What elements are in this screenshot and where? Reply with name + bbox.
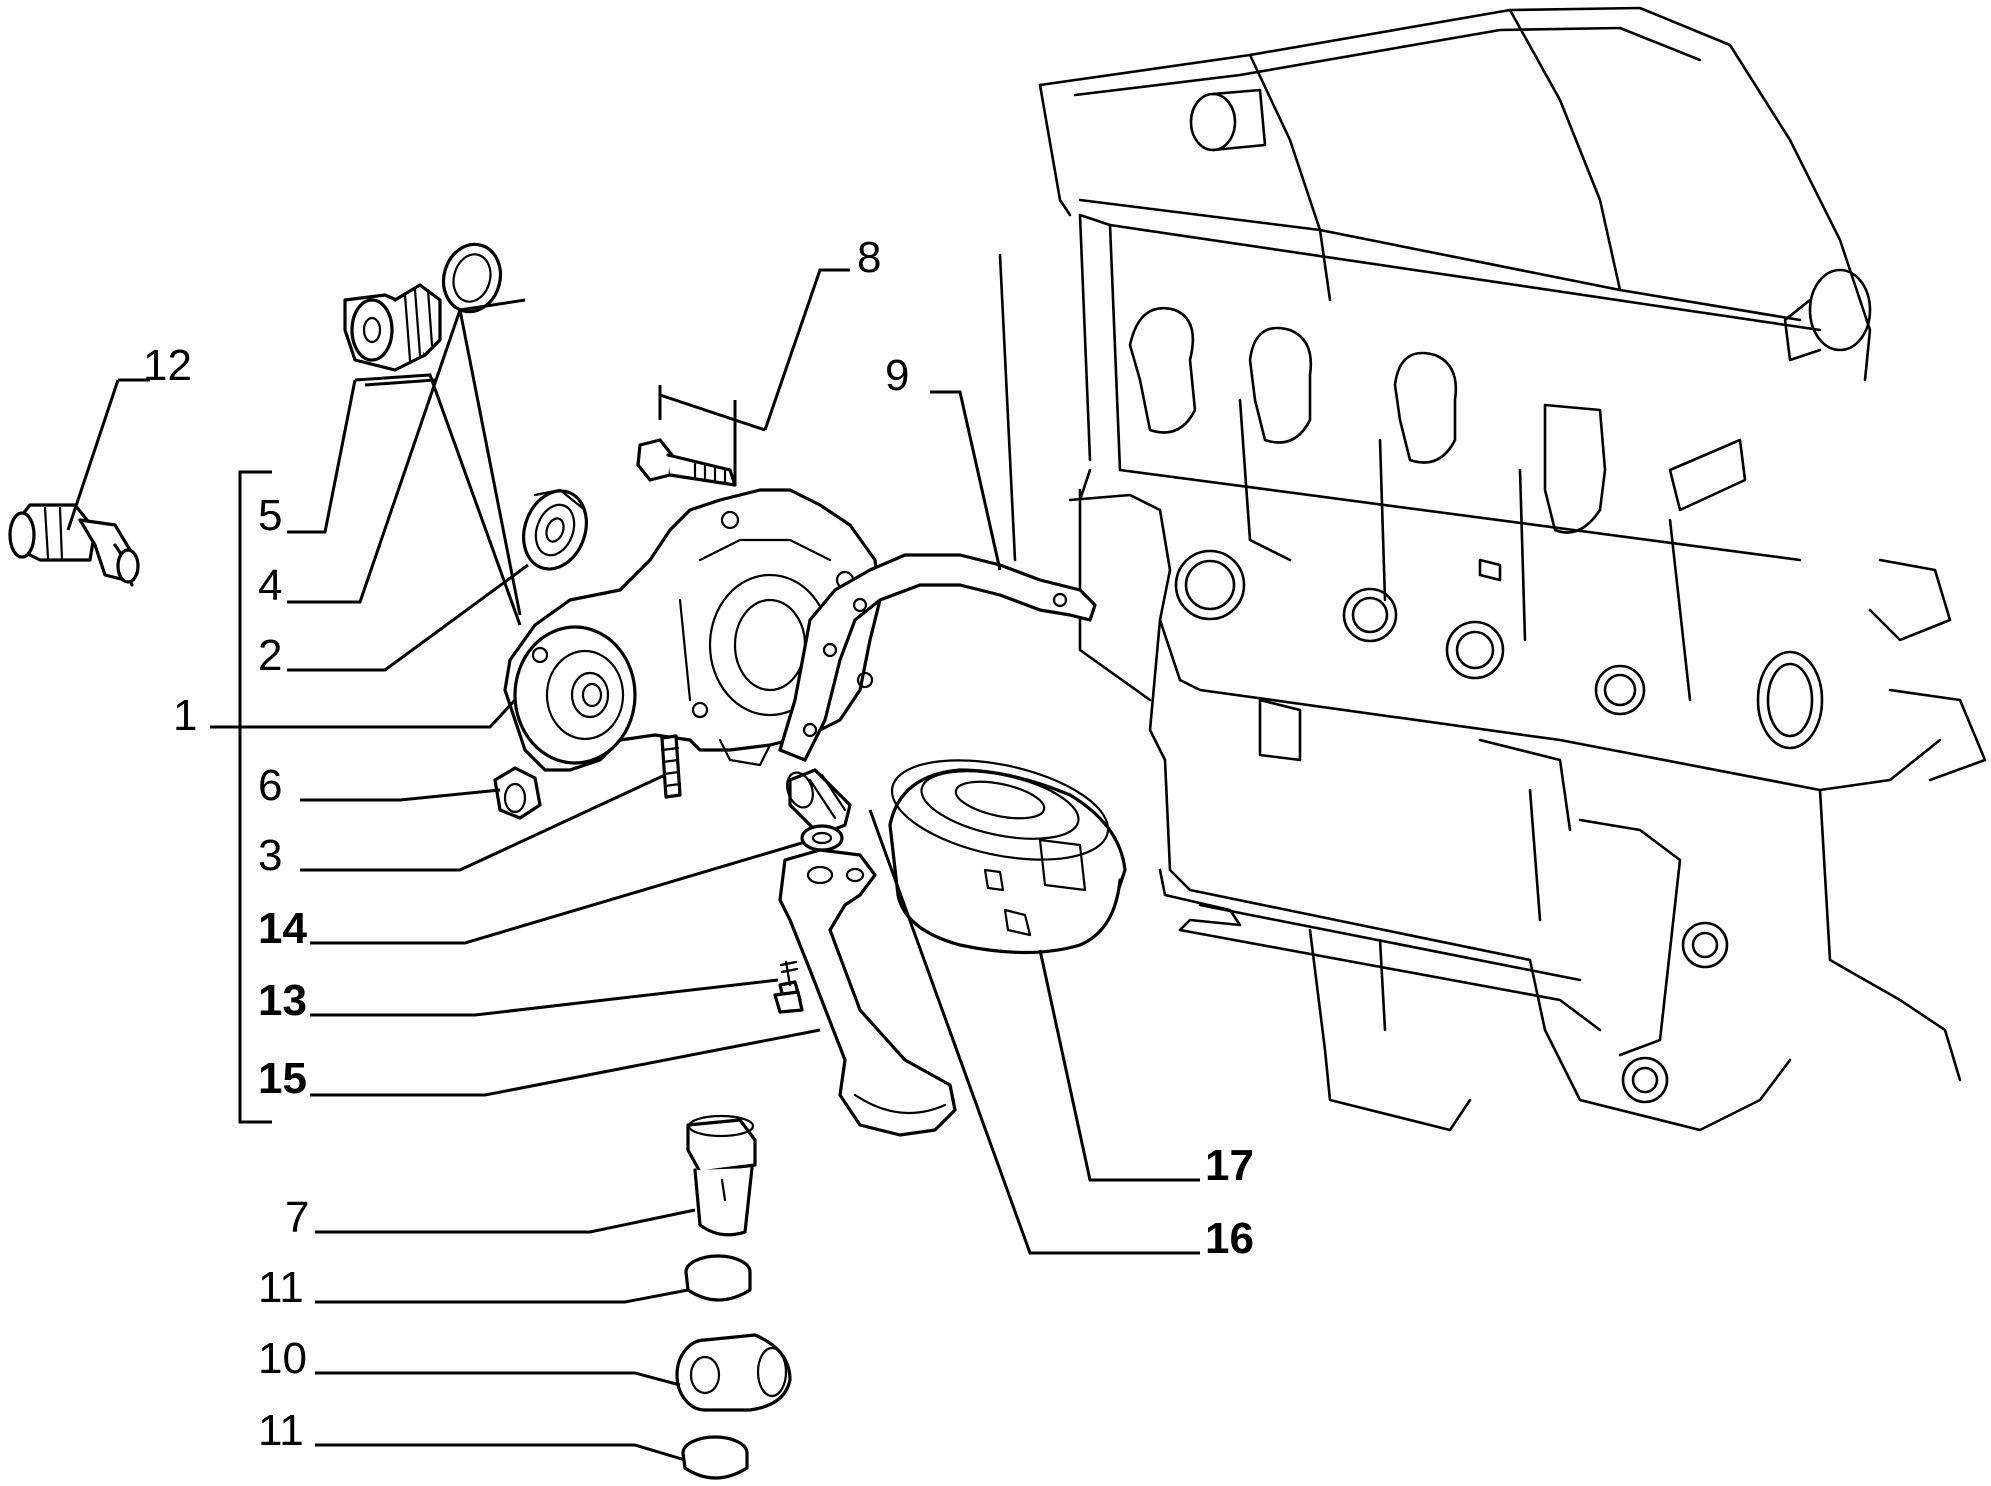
part-14-washer <box>800 824 844 852</box>
callout-13: 13 <box>258 976 307 1025</box>
group-bracket <box>238 470 272 1124</box>
callout-labels: 12 8 9 5 4 2 1 6 3 14 13 15 7 11 10 11 1… <box>143 233 1254 1455</box>
part-1-oil-pump <box>503 488 882 772</box>
callout-16: 16 <box>1205 1214 1254 1263</box>
engine-block <box>998 6 1987 1132</box>
part-15-strainer <box>778 848 957 1137</box>
callout-1: 1 <box>173 691 197 740</box>
part-10-banjo-fitting <box>675 1333 792 1412</box>
part-16-nipple <box>786 768 852 837</box>
part-13-bolt <box>773 960 804 1014</box>
part-7-banjo-bolt <box>686 1114 757 1237</box>
leader-lines <box>66 268 1200 1462</box>
part-11a-sealing-ring <box>684 1254 752 1302</box>
part-2-seal <box>522 488 588 571</box>
part-12-pressure-sender <box>8 503 140 587</box>
part-5-plug <box>343 283 442 372</box>
callout-14: 14 <box>258 904 307 953</box>
callout-6: 6 <box>258 761 282 810</box>
part-9-gasket <box>778 553 1097 762</box>
part-17-oil-filter <box>888 759 1127 955</box>
part-6-nut <box>493 766 542 820</box>
callout-10: 10 <box>258 1334 307 1383</box>
callout-7: 7 <box>285 1193 309 1242</box>
callout-3: 3 <box>258 831 282 880</box>
callout-2: 2 <box>258 631 282 680</box>
callout-11a: 11 <box>258 1263 304 1312</box>
callout-11b: 11 <box>258 1406 304 1455</box>
callout-15: 15 <box>258 1054 307 1103</box>
part-8-bolt <box>636 438 737 487</box>
callout-17: 17 <box>1205 1141 1254 1190</box>
callout-9: 9 <box>885 351 909 400</box>
part-3-stud <box>660 734 682 799</box>
callout-5: 5 <box>258 491 282 540</box>
part-11b-sealing-ring <box>681 1435 749 1480</box>
callout-8: 8 <box>857 233 881 282</box>
part-4-washer <box>441 242 503 314</box>
callout-12: 12 <box>143 341 192 390</box>
callout-4: 4 <box>258 561 282 610</box>
